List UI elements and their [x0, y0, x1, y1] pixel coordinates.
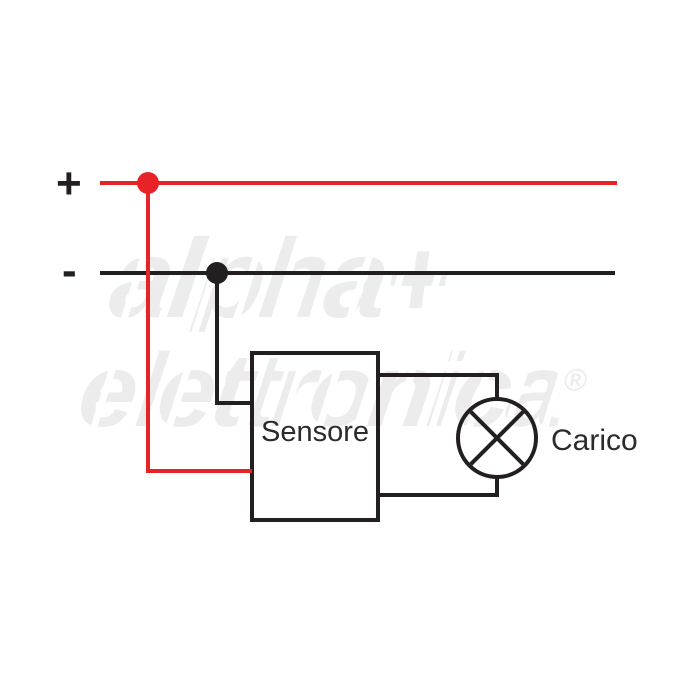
- load-top-lead-wire: [495, 375, 499, 401]
- sensor-to-load-top-wire: [378, 373, 499, 377]
- negative-branch-to-sensor-wire: [215, 401, 252, 405]
- negative-branch-vertical-wire: [215, 273, 219, 405]
- sensor-box: Sensore: [250, 351, 380, 522]
- positive-junction-dot: [137, 172, 159, 194]
- registered-trademark-icon: ®: [561, 362, 590, 398]
- watermark-brand-line1: alpha+: [103, 216, 455, 341]
- negative-rail-wire: [100, 271, 615, 275]
- sensor-label: Sensore: [260, 416, 369, 448]
- load-bottom-lead-wire: [495, 476, 499, 497]
- negative-junction-dot: [206, 262, 228, 284]
- positive-branch-to-sensor-wire: [146, 469, 252, 473]
- positive-terminal-label: +: [56, 159, 82, 208]
- load-lamp-icon: [456, 397, 538, 479]
- load-label: Carico: [551, 424, 638, 457]
- positive-rail-wire: [100, 181, 617, 185]
- load-to-sensor-bottom-wire: [378, 493, 499, 497]
- negative-terminal-label: -: [62, 246, 77, 295]
- positive-branch-vertical-wire: [146, 183, 150, 471]
